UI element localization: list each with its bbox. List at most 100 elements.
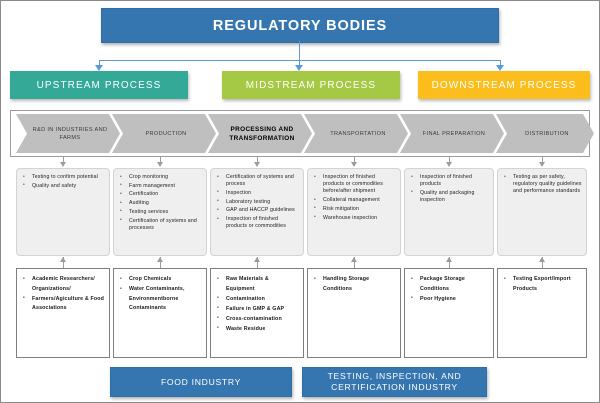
chevron-rd-industries-farms: R&D IN INDUSTRIES AND FARMS — [16, 114, 120, 153]
list-item: Inspection of finished products — [409, 173, 489, 188]
chevron-label-1: R&D IN INDUSTRIES AND FARMS — [32, 126, 108, 141]
list-item: Testing as per safety, regulatory qualit… — [502, 174, 582, 196]
list-item: Collateral management — [312, 197, 396, 204]
arrow-down-icon-col-5 — [446, 162, 452, 167]
list-item: Auditing — [118, 200, 202, 207]
services-list-2: Crop monitoringFarm managementCertificat… — [118, 173, 202, 232]
stakeholder-list-6: Testing Export/Import Products — [502, 274, 582, 294]
list-item: Certification — [118, 191, 202, 198]
stakeholder-card-1: Academic Researchers/ Organizations/Farm… — [16, 268, 110, 358]
services-list-3: Certification of systems and processInsp… — [215, 173, 299, 230]
list-item: Quality and packaging inspection — [409, 189, 489, 204]
drop-line-upstream — [99, 60, 100, 69]
industry-box-food: FOOD INDUSTRY — [110, 367, 292, 397]
chevron-label-2: PRODUCTION — [145, 130, 187, 137]
list-item: Package Storage Conditions — [409, 274, 489, 294]
arrow-down-icon-midstream — [295, 65, 303, 71]
arrow-down-icon-col-2 — [157, 162, 163, 167]
stakeholder-list-2: Crop ChemicalsWater Contaminants, Enviro… — [118, 275, 202, 314]
chain-drop-line-3 — [257, 157, 258, 163]
stake-link-line-4 — [354, 257, 355, 268]
list-item: Handling Storage Conditions — [312, 274, 396, 294]
services-card-6: Testing as per safety, regulatory qualit… — [497, 168, 587, 256]
chevron-label-4: TRANSPORTATION — [330, 130, 386, 137]
list-item: Raw Materials & Equipment — [215, 274, 299, 294]
arrow-down-icon-downstream — [496, 65, 504, 71]
chevron-production: PRODUCTION — [112, 114, 216, 153]
arrow-down-icon-upstream — [95, 65, 103, 71]
chevron-label-3: PROCESSING AND TRANSFORMATION — [229, 125, 295, 142]
chain-drop-line-1 — [63, 157, 64, 163]
arrow-up-icon-col-3 — [254, 257, 260, 262]
industry-label-tic: TESTING, INSPECTION, AND CERTIFICATION I… — [327, 371, 462, 392]
stakeholder-card-5: Package Storage ConditionsPoor Hygiene — [404, 268, 494, 358]
list-item: Certification of systems and processes — [118, 217, 202, 232]
list-item: Testing Export/Import Products — [502, 274, 582, 294]
list-item: Inspection of finished products or commo… — [312, 174, 396, 196]
stakeholder-list-3: Raw Materials & EquipmentContaminationFa… — [215, 274, 299, 335]
industry-box-tic: TESTING, INSPECTION, AND CERTIFICATION I… — [302, 367, 487, 397]
chevron-transportation: TRANSPORTATION — [304, 114, 408, 153]
services-card-5: Inspection of finished productsQuality a… — [404, 168, 494, 256]
services-card-2: Crop monitoringFarm managementCertificat… — [113, 168, 207, 256]
industry-label-food: FOOD INDUSTRY — [160, 376, 242, 387]
stake-link-line-1 — [63, 257, 64, 268]
stake-link-line-6 — [542, 257, 543, 268]
chain-drop-line-4 — [354, 157, 355, 163]
arrow-down-icon-col-4 — [351, 162, 357, 167]
stake-link-line-3 — [257, 257, 258, 268]
services-list-4: Inspection of finished products or commo… — [312, 174, 396, 222]
chevron-final-preparation: FINAL PREPARATION — [400, 114, 504, 153]
process-box-midstream: MIDSTREAM PROCESS — [222, 71, 400, 99]
chevron-label-5: FINAL PREPARATION — [422, 130, 486, 137]
list-item: Farmers/Agiculture & Food Associations — [21, 294, 105, 314]
list-item: Waste Residue — [215, 324, 299, 335]
list-item: Risk mitigation — [312, 205, 396, 213]
list-item: Inspection of finished products or commo… — [215, 216, 299, 230]
stake-link-line-2 — [160, 257, 161, 268]
services-list-5: Inspection of finished productsQuality a… — [409, 173, 489, 204]
arrow-up-icon-col-1 — [60, 257, 66, 262]
arrow-up-icon-col-6 — [539, 257, 545, 262]
stakeholder-list-5: Package Storage ConditionsPoor Hygiene — [409, 274, 489, 305]
list-item: Inspection — [215, 189, 299, 197]
process-box-upstream: UPSTREAM PROCESS — [10, 71, 188, 99]
list-item: Academic Researchers/ Organizations/ — [21, 274, 105, 294]
list-item: Farm management — [118, 182, 202, 190]
drop-line-midstream — [299, 60, 300, 69]
list-item: Testing to confirm potential — [21, 173, 105, 181]
services-list-1: Testing to confirm potentialQuality and … — [21, 173, 105, 190]
services-list-6: Testing as per safety, regulatory qualit… — [502, 174, 582, 196]
list-item: Failure in GMP & GAP — [215, 304, 299, 315]
list-item: Warehouse inspection — [312, 214, 396, 222]
list-item: Water Contaminants, Environmentborne Con… — [118, 285, 202, 314]
regulatory-bodies-label: REGULATORY BODIES — [212, 17, 388, 34]
banner-stem-line — [299, 41, 300, 60]
list-item: Crop Chemicals — [118, 275, 202, 285]
chevron-processing-transformation: PROCESSING AND TRANSFORMATION — [208, 114, 312, 153]
list-item: Cross-contamination — [215, 314, 299, 325]
arrow-down-icon-col-3 — [254, 162, 260, 167]
stake-link-line-5 — [449, 257, 450, 268]
list-item: Poor Hygiene — [409, 294, 489, 305]
stakeholder-list-4: Handling Storage Conditions — [312, 274, 396, 294]
list-item: Crop monitoring — [118, 173, 202, 181]
stakeholder-card-2: Crop ChemicalsWater Contaminants, Enviro… — [113, 268, 207, 358]
stakeholder-card-6: Testing Export/Import Products — [497, 268, 587, 358]
services-card-3: Certification of systems and processInsp… — [210, 168, 304, 256]
list-item: Certification of systems and process — [215, 173, 299, 188]
stakeholder-card-4: Handling Storage Conditions — [307, 268, 401, 358]
list-item: Laboratory testing — [215, 198, 299, 206]
stakeholder-list-1: Academic Researchers/ Organizations/Farm… — [21, 274, 105, 314]
chain-drop-line-5 — [449, 157, 450, 163]
list-item: GAP and HACCP guidelines — [215, 207, 299, 214]
process-box-downstream: DOWNSTREAM PROCESS — [418, 71, 590, 99]
drop-line-downstream — [500, 60, 501, 69]
arrow-up-icon-col-4 — [351, 257, 357, 262]
regulatory-bodies-banner: REGULATORY BODIES — [101, 8, 499, 43]
process-label-midstream: MIDSTREAM PROCESS — [245, 79, 377, 91]
chain-drop-line-2 — [160, 157, 161, 163]
stakeholder-card-3: Raw Materials & EquipmentContaminationFa… — [210, 268, 304, 358]
list-item: Testing services — [118, 208, 202, 216]
